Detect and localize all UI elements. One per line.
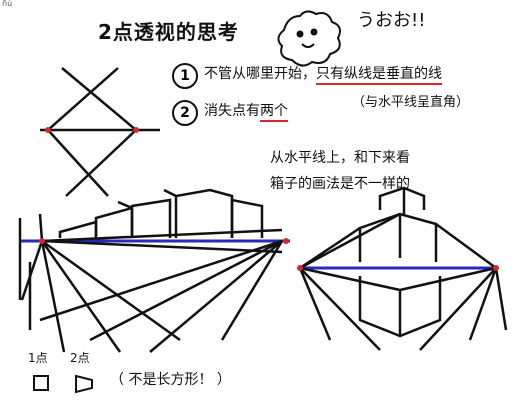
two-point-label: 2点 bbox=[70, 351, 90, 365]
bottom-note: （ 不是长方形！ ） bbox=[110, 372, 231, 388]
rule-number-2: 2 bbox=[172, 100, 198, 126]
rule-2-text: 消失点有两个 bbox=[204, 103, 288, 122]
top-mark: ñù bbox=[2, 0, 13, 8]
page-title: 2点透视的思考 bbox=[98, 20, 239, 44]
rule-2-before: 消失点有 bbox=[204, 103, 260, 119]
bottom-shapes bbox=[33, 374, 93, 394]
note-line-1: 从水平线上，和下来看 bbox=[270, 150, 410, 166]
exclamation-text: うおお!! bbox=[357, 10, 426, 31]
face-doodle-icon bbox=[277, 10, 341, 67]
box-perspective-sketch bbox=[297, 186, 508, 351]
note-line-2: 箱子的画法是不一样的 bbox=[270, 176, 410, 192]
x-diagram bbox=[40, 67, 160, 197]
trapezoid-shape-icon bbox=[75, 374, 93, 394]
rule-paren-note: （与水平线呈直角） bbox=[352, 95, 470, 110]
square-shape-icon bbox=[33, 375, 49, 391]
rule-number-1: 1 bbox=[172, 63, 198, 89]
rule-1-before: 不管从哪里开始， bbox=[204, 66, 316, 82]
rule-1-highlight: 只有纵线是垂直的线 bbox=[316, 66, 442, 85]
rule-2-highlight: 两个 bbox=[260, 103, 288, 122]
city-perspective-sketch bbox=[18, 188, 290, 353]
one-point-label: 1点 bbox=[28, 351, 48, 365]
rule-1-text: 不管从哪里开始，只有纵线是垂直的线 bbox=[204, 66, 442, 85]
